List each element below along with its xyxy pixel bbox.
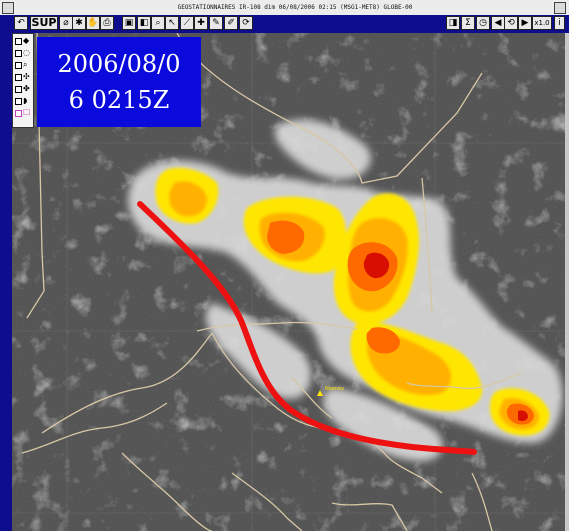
undo-icon[interactable]: ↶ [14,16,28,30]
crosshair-icon[interactable]: ✚ [194,16,208,30]
right-edge [565,33,569,531]
sum-icon[interactable]: Σ [461,16,475,30]
next-icon[interactable]: ▶ [518,16,532,30]
contour-icon: ◌ [23,48,30,57]
timestamp-time: 6 0215Z [68,86,170,114]
timer-icon[interactable]: ◷ [476,16,490,30]
print-icon[interactable]: ⎙ [100,16,114,30]
tool-fronts[interactable]: ◗ [15,96,32,106]
paint-icon[interactable]: ✐ [224,16,238,30]
city-label: Niamey [325,386,344,392]
rotate-icon[interactable]: ⟳ [239,16,253,30]
info-icon[interactable]: i [554,16,565,30]
timestamp-date: 2006/08/0 [57,50,181,78]
cloud-top-darkred [363,252,528,421]
layers-icon[interactable]: ◧ [137,16,151,30]
sup-button[interactable]: SUP [30,16,58,30]
zoom-level[interactable]: x1.0 [532,16,552,30]
search-icon: ⌕ [23,60,28,69]
contrast-icon[interactable]: ◨ [446,16,460,30]
measure-icon[interactable]: ⟋ [180,16,194,30]
tool-wind[interactable]: ✣ [15,72,32,82]
city-marker [317,390,323,396]
title-bar: GEOSTATIONNAIRES IR-108 dim 06/08/2006 0… [0,0,569,16]
eraser-icon[interactable]: ⌀ [59,16,73,30]
tool-text[interactable]: ☐ [15,108,32,118]
select-icon[interactable]: ↖ [165,16,179,30]
window-title: GEOSTATIONNAIRES IR-108 dim 06/08/2006 0… [177,4,413,11]
main-toolbar: ↶ SUP ⌀ ✱ ✋ ⎙ ▣ ◧ ⌕ ↖ ⟋ ✚ ✎ ✐ ⟳ ◨ Σ ◷ ◀ … [0,15,569,33]
storm-track-line [137,201,477,455]
save-icon[interactable]: ▣ [122,16,136,30]
city-niamey: Niamey [317,386,344,396]
front-icon: ◗ [23,96,28,105]
tool-layers[interactable]: ◆ [15,36,32,46]
zoom-icon[interactable]: ⌕ [151,16,165,30]
previous-icon[interactable]: ◀ [491,16,505,30]
symbols-icon: ✤ [23,84,30,93]
timestamp-box: 2006/08/0 6 0215Z [37,37,201,127]
cursor-icon[interactable]: ✱ [72,16,86,30]
window-close-button[interactable] [554,2,566,14]
wind-icon: ✣ [23,72,30,81]
tool-contour[interactable]: ◌ [15,48,32,58]
tool-palette: ◆ ◌ ⌕ ✣ ✤ ◗ ☐ [12,33,34,128]
draw-icon[interactable]: ✎ [209,16,223,30]
window-menu-button[interactable] [2,2,14,14]
tool-symbols[interactable]: ✤ [15,84,32,94]
text-icon: ☐ [23,108,31,117]
hand-icon[interactable]: ✋ [86,16,100,30]
globe-icon: ◆ [23,36,30,45]
animate-icon[interactable]: ⟲ [504,16,518,30]
tool-search[interactable]: ⌕ [15,60,32,70]
left-sidebar [0,33,12,531]
